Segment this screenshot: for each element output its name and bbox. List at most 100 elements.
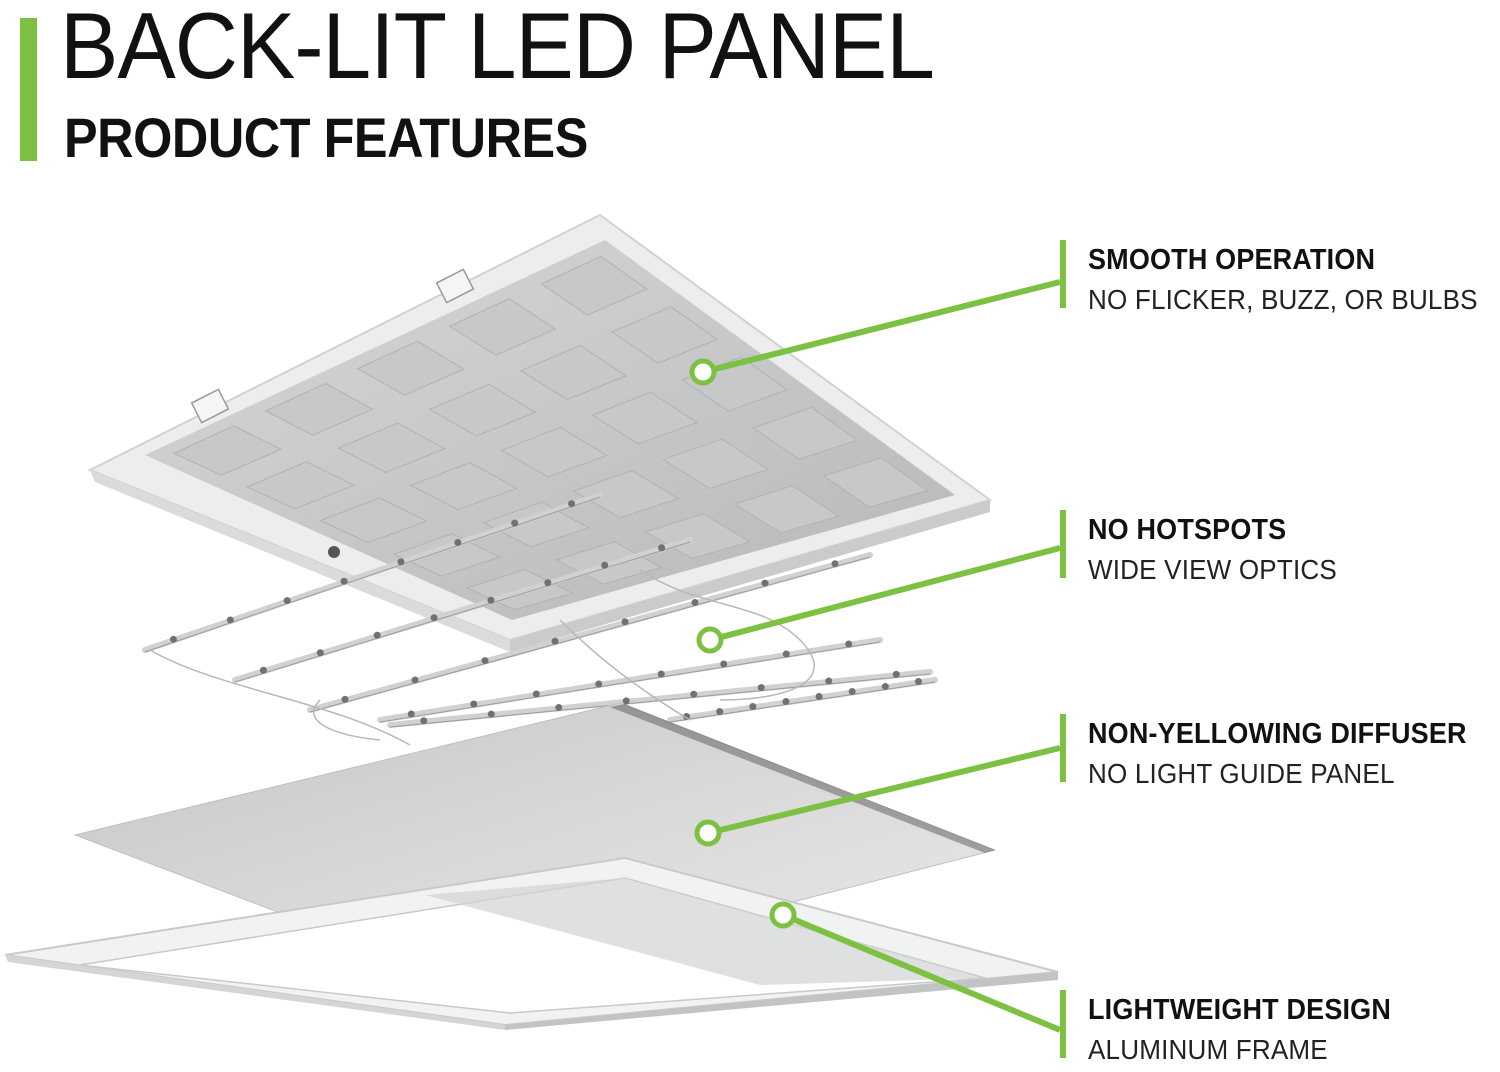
led-chip: [831, 560, 839, 568]
led-chip: [757, 684, 765, 692]
back-tile: [590, 391, 699, 445]
back-tile: [500, 426, 608, 478]
led-chip: [169, 635, 177, 643]
led-strip-edge: [309, 556, 871, 713]
feature-subtitle: ALUMINUM FRAME: [1088, 1034, 1328, 1065]
led-chip: [551, 637, 559, 645]
led-chip: [749, 703, 757, 710]
aluminum-frame: [4, 856, 1059, 1030]
back-tile: [644, 513, 752, 560]
led-chip: [487, 710, 495, 718]
led-chip: [283, 597, 291, 605]
back-tile: [482, 501, 591, 548]
led-chip: [411, 676, 419, 684]
back-tile: [662, 438, 769, 489]
callout-dot: [696, 626, 724, 654]
led-chip: [532, 690, 540, 698]
led-wires: [149, 569, 815, 746]
feature-accent-bar: [1060, 510, 1066, 578]
page-title: BACK-LIT LED PANEL: [60, 0, 935, 98]
led-chip: [601, 561, 609, 569]
led-chip: [657, 670, 665, 678]
led-chip: [914, 678, 922, 685]
back-tile: [428, 383, 537, 437]
back-tile: [392, 533, 501, 577]
back-tile: [540, 255, 648, 316]
led-chip: [341, 695, 349, 703]
feature-accent-bar: [1060, 240, 1066, 308]
header-accent-bar: [20, 18, 37, 161]
led-chip: [420, 717, 428, 725]
led-chip: [720, 660, 728, 668]
led-chip: [397, 558, 405, 566]
callout-dot: [769, 901, 797, 929]
led-strip-edge: [234, 541, 691, 683]
led-chip: [340, 577, 348, 585]
led-chip: [407, 710, 415, 718]
led-chip: [621, 618, 629, 626]
led-chip: [761, 579, 769, 587]
feature-subtitle: NO LIGHT GUIDE PANEL: [1088, 758, 1395, 789]
back-tile: [172, 425, 283, 476]
feature-accent-bar: [1060, 990, 1066, 1058]
feature-subtitle: WIDE VIEW OPTICS: [1088, 554, 1337, 585]
feature-title: NO HOTSPOTS: [1088, 514, 1287, 546]
back-tile: [610, 306, 718, 364]
page-subtitle: PRODUCT FEATURES: [64, 106, 588, 169]
led-chip: [782, 650, 790, 658]
back-tile: [264, 382, 374, 436]
led-chip: [259, 666, 267, 674]
callout-dot: [694, 819, 722, 847]
led-chip: [555, 703, 563, 711]
back-tile: [337, 422, 446, 473]
led-chip: [595, 680, 603, 688]
callout-lines: [689, 279, 1062, 1033]
callout-line: [707, 745, 1061, 836]
led-chip: [690, 690, 698, 698]
back-panel-tiles: [172, 255, 929, 611]
callout-line: [702, 279, 1061, 375]
led-chip: [511, 519, 519, 527]
led-strip: [307, 552, 873, 713]
back-housing: [87, 213, 993, 652]
feature-title: SMOOTH OPERATION: [1088, 244, 1376, 276]
led-chip: [487, 596, 495, 604]
led-chip: [845, 640, 853, 648]
led-strip: [232, 537, 693, 683]
callout-dot: [689, 358, 717, 386]
led-chip: [544, 579, 552, 587]
led-chip: [454, 538, 462, 546]
callout-line: [781, 912, 1062, 1033]
back-tile: [733, 485, 840, 534]
feature-title: LIGHTWEIGHT DESIGN: [1088, 994, 1392, 1026]
led-strip: [142, 492, 603, 653]
back-tile: [245, 461, 356, 510]
led-chip: [470, 700, 478, 708]
led-chip: [658, 544, 666, 552]
led-chip: [226, 616, 234, 624]
callout-line: [709, 545, 1061, 643]
feature-title: NON-YELLOWING DIFFUSER: [1088, 718, 1467, 750]
led-strip-edge: [669, 681, 936, 723]
led-chip: [316, 649, 324, 657]
led-chip: [881, 683, 889, 690]
led-chip: [430, 614, 438, 622]
led-chip: [373, 631, 381, 639]
feature-accent-bar: [1060, 714, 1066, 782]
back-tile: [822, 457, 929, 508]
led-strip-edge: [379, 641, 881, 723]
back-tile: [448, 298, 557, 356]
led-chip: [481, 657, 489, 665]
back-tile: [752, 406, 859, 460]
led-chip: [691, 598, 699, 606]
led-strip: [667, 677, 938, 723]
back-tile: [572, 470, 680, 519]
led-chip: [848, 688, 856, 695]
led-chip: [815, 693, 823, 700]
back-tile: [319, 497, 428, 544]
led-chip: [716, 708, 724, 715]
led-chip: [892, 670, 900, 678]
led-chip: [622, 697, 630, 705]
led-strip: [387, 669, 933, 728]
